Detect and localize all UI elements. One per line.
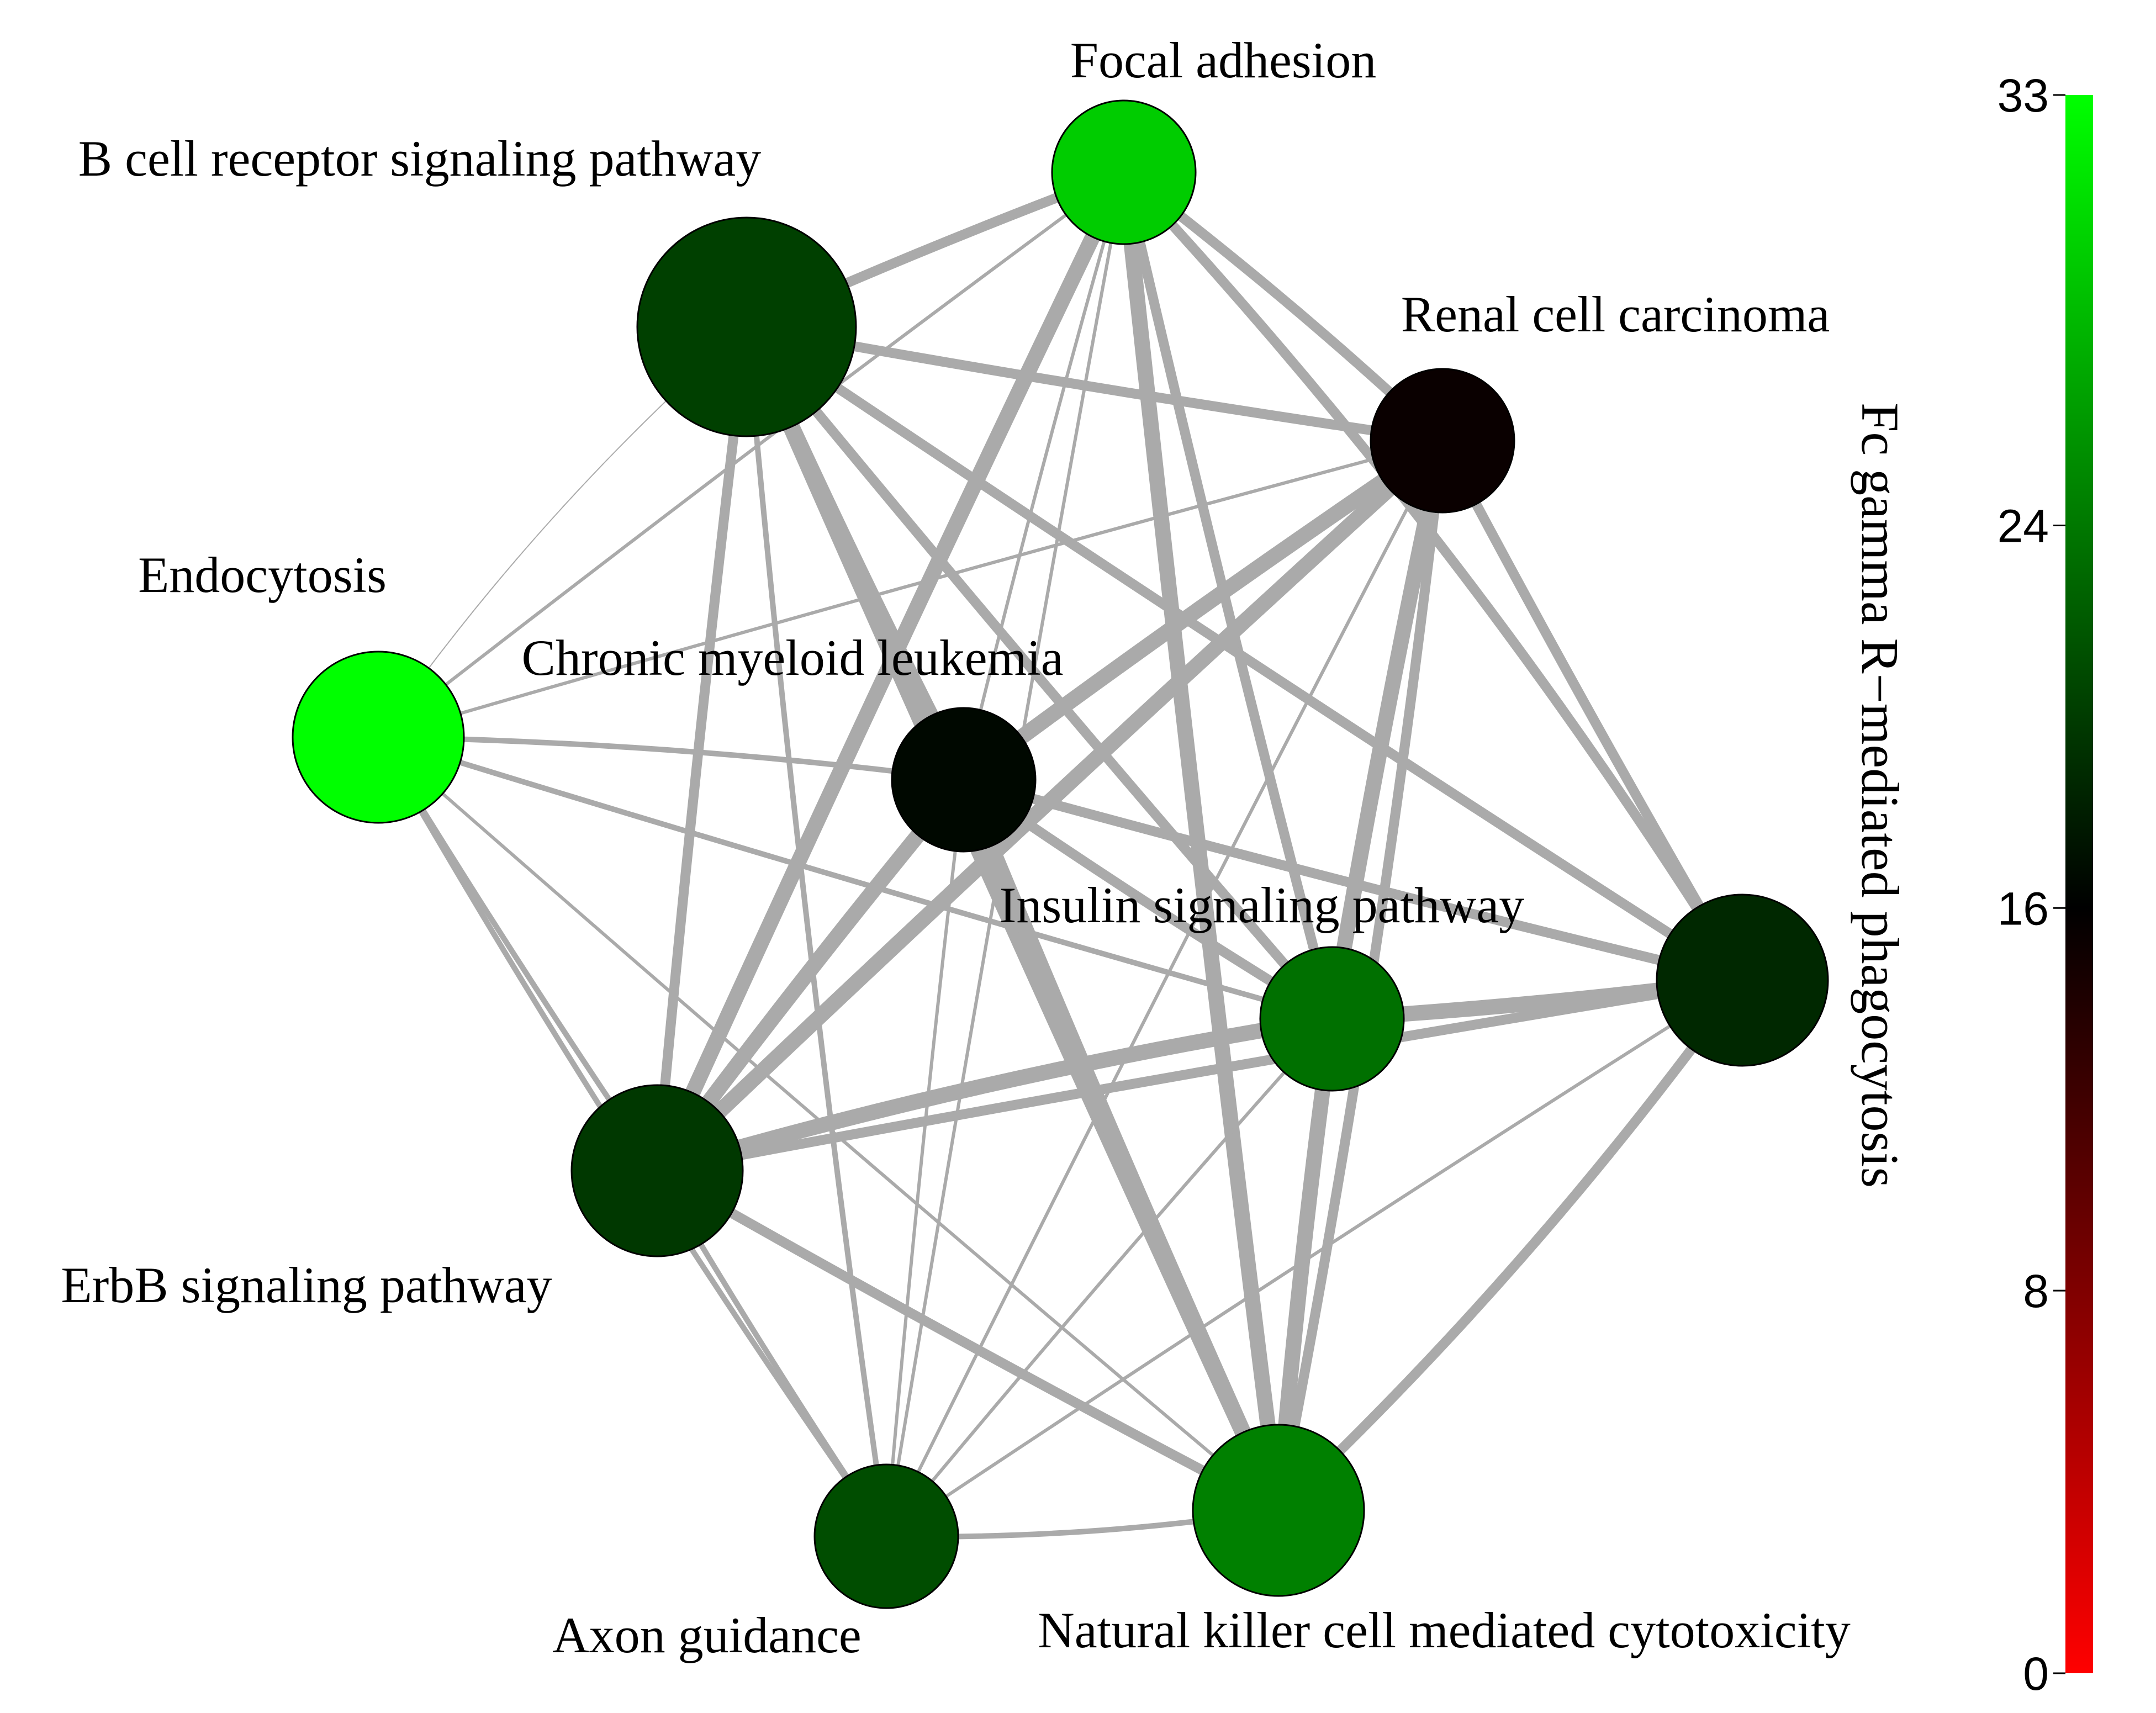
edge-fcgr-axon: [885, 979, 1744, 1538]
edge-focal-cml: [962, 171, 1125, 781]
edge-renal-fcgr: [1438, 436, 1747, 985]
legend-tick-label: 16: [1998, 882, 2049, 934]
node-renal[interactable]: [1370, 368, 1515, 514]
edge-renal-insulin: [1324, 433, 1450, 1027]
node-label-nk: Natural killer cell mediated cytotoxicit…: [1038, 1602, 1850, 1658]
legend-tick-label: 33: [1998, 70, 2049, 121]
node-focal[interactable]: [1051, 99, 1197, 245]
node-label-insulin: Insulin signaling pathway: [1000, 877, 1525, 933]
legend-tick-label: 0: [2023, 1648, 2049, 1700]
edge-fcgr-nk: [1273, 975, 1747, 1515]
color-legend: 0 8 16 24 33 Fc gamma R−mediated phagocytosi…: [1851, 70, 2093, 1700]
node-label-erbb: ErbB signaling pathway: [61, 1257, 552, 1313]
legend-ticks: 0 8 16 24 33: [1998, 70, 2065, 1700]
node-label-renal: Renal cell carcinoma: [1401, 286, 1830, 342]
edge-bcell-axon: [744, 324, 889, 1539]
edge-endo-insulin: [376, 734, 1335, 1022]
legend-title: Fc gamma R−mediated phagocytosis: [1851, 403, 1910, 1188]
node-label-bcell: B cell receptor signaling pathway: [78, 130, 761, 187]
nodes-layer: [292, 99, 1829, 1609]
edge-insulin-axon: [885, 1017, 1334, 1538]
node-erbb[interactable]: [570, 1084, 744, 1257]
edge-insulin-erbb: [649, 1011, 1340, 1178]
edge-renal-axon: [885, 439, 1444, 1538]
legend-color-bar: [2065, 95, 2093, 1673]
edge-endo-cml: [376, 734, 966, 783]
labels-layer: Focal adhesion B cell receptor signaling …: [61, 32, 1850, 1663]
node-insulin[interactable]: [1259, 946, 1405, 1092]
node-label-endo: Endocytosis: [138, 547, 387, 603]
edge-bcell-erbb: [652, 322, 752, 1176]
edge-bcell-fcgr: [742, 322, 1747, 985]
edge-focal-endo: [377, 171, 1125, 739]
node-label-axon: Axon guidance: [552, 1607, 862, 1663]
node-fcgr[interactable]: [1656, 893, 1829, 1067]
node-endo[interactable]: [292, 651, 465, 824]
edge-cml-nk: [956, 772, 1286, 1518]
edge-renal-cml: [956, 433, 1450, 787]
node-axon[interactable]: [813, 1463, 959, 1609]
node-nk[interactable]: [1192, 1424, 1365, 1597]
node-label-cml: Chronic myeloid leukemia: [521, 630, 1063, 686]
edge-erbb-nk: [652, 1166, 1283, 1515]
node-bcell[interactable]: [636, 216, 857, 437]
legend-tick-label: 8: [2023, 1265, 2049, 1317]
edge-bcell-insulin: [742, 322, 1337, 1024]
legend-tick-label: 24: [1998, 500, 2049, 552]
edge-fcgr-erbb: [652, 975, 1747, 1176]
edge-cml-fcgr: [959, 775, 1747, 985]
edge-focal-erbb: [649, 165, 1132, 1178]
edge-renal-endo: [377, 439, 1444, 739]
edges-layer: [376, 165, 1750, 1540]
edge-focal-fcgr: [1119, 167, 1747, 985]
edge-cml-axon: [885, 778, 965, 1538]
node-cml[interactable]: [891, 707, 1037, 853]
node-label-focal: Focal adhesion: [1070, 32, 1376, 88]
